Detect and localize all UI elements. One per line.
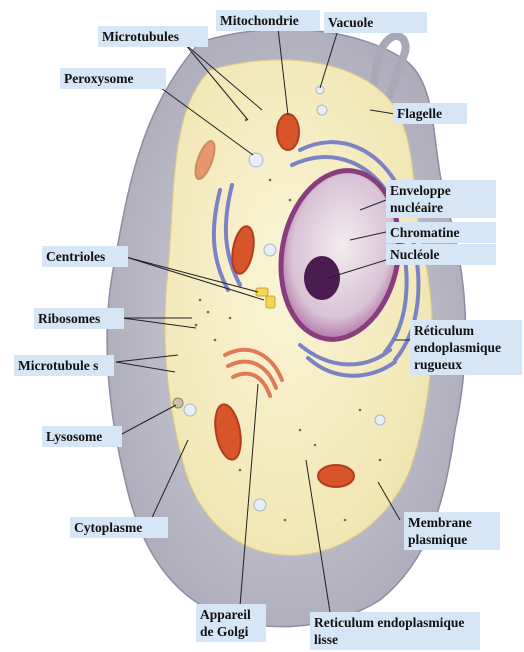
label-membrane-plasmique: Membrane plasmique — [404, 512, 500, 550]
label-enveloppe-nucleaire: Enveloppe nucléaire — [386, 180, 496, 218]
label-lysosome: Lysosome — [42, 426, 122, 447]
lysosome — [173, 398, 183, 408]
label-appareil-de-golgi: Appareil de Golgi — [196, 604, 266, 642]
label-ribosomes: Ribosomes — [34, 308, 124, 329]
label-peroxysome: Peroxysome — [60, 68, 166, 89]
label-cytoplasme: Cytoplasme — [70, 517, 168, 538]
label-reticulum-lisse: Reticulum endoplasmique lisse — [310, 612, 480, 650]
label-nucleole: Nucléole — [386, 244, 496, 265]
label-reticulum-rugueux: Réticulum endoplasmique rugueux — [410, 320, 522, 375]
label-vacuole: Vacuole — [324, 12, 427, 33]
label-chromatine: Chromatine — [386, 222, 496, 243]
nucleolus — [304, 256, 340, 300]
label-microtubules-top: Microtubules — [98, 26, 208, 47]
label-centrioles: Centrioles — [42, 246, 128, 267]
label-mitochondrie: Mitochondrie — [216, 10, 320, 31]
label-flagelle: Flagelle — [393, 103, 467, 124]
label-microtubules-left: Microtubule s — [14, 355, 114, 376]
